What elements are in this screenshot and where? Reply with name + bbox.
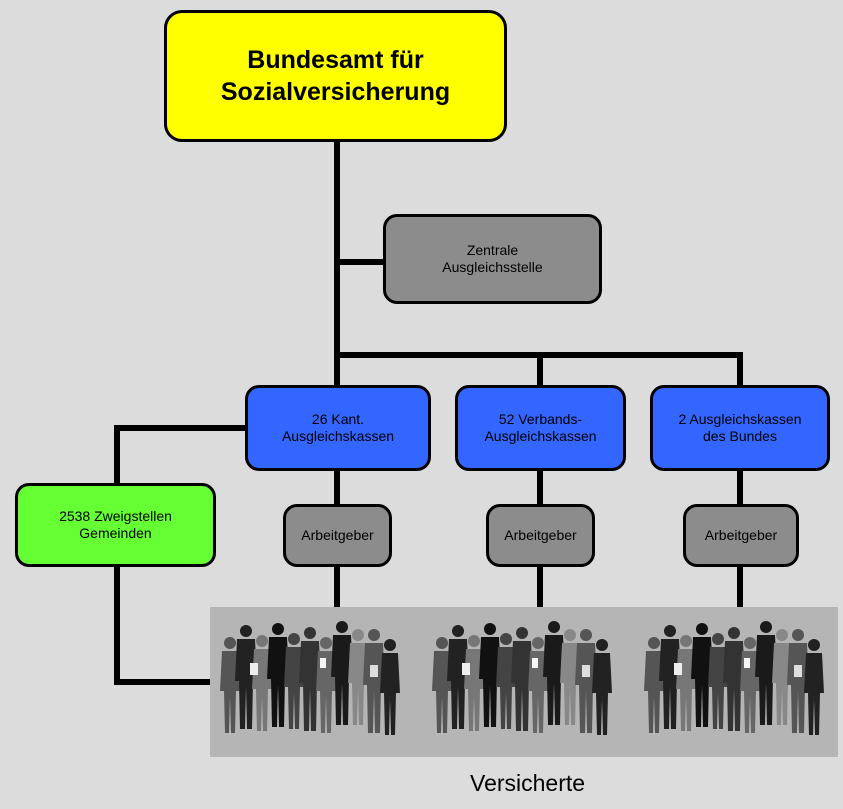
federal-funds-line2: des Bundes (703, 428, 777, 444)
employer-label: Arbeitgeber (504, 526, 577, 543)
association-line2: Ausgleichskassen (484, 428, 597, 444)
federal-funds-box: 2 Ausgleichskassen des Bundes (650, 385, 830, 471)
people-group-icon (220, 621, 400, 735)
federal-funds-line1: 2 Ausgleichskassen (678, 410, 802, 427)
association-line1: 52 Verbands- (498, 410, 583, 427)
employer-label: Arbeitgeber (704, 526, 778, 543)
cantonal-line2: Ausgleichskassen (281, 428, 395, 444)
employer-box: Arbeitgeber (486, 504, 595, 567)
federal-office-box: Bundesamt für Sozialversicherung (164, 10, 507, 142)
insured-people-band (210, 607, 838, 757)
federal-office-line1: Bundesamt für (247, 45, 424, 74)
employer-box: Arbeitgeber (283, 504, 392, 567)
branches-line2: Gemeinden (79, 525, 152, 541)
cantonal-line1: 26 Kant. (311, 410, 365, 427)
employer-box: Arbeitgeber (683, 504, 799, 567)
people-group-icon (432, 621, 612, 735)
central-line2: Ausgleichsstelle (442, 259, 543, 275)
cantonal-funds-box: 26 Kant. Ausgleichskassen (245, 385, 431, 471)
branches-line1: 2538 Zweigstellen (59, 507, 172, 524)
people-illustrations (210, 607, 838, 757)
insured-caption: Versicherte (470, 770, 586, 796)
association-funds-box: 52 Verbands- Ausgleichskassen (455, 385, 626, 471)
branch-offices-box: 2538 Zweigstellen Gemeinden (15, 483, 216, 567)
central-line1: Zentrale (466, 241, 519, 258)
federal-office-line2: Sozialversicherung (220, 78, 451, 106)
employer-label: Arbeitgeber (301, 526, 374, 543)
people-group-icon (644, 621, 824, 735)
central-compensation-box: Zentrale Ausgleichsstelle (383, 214, 602, 304)
